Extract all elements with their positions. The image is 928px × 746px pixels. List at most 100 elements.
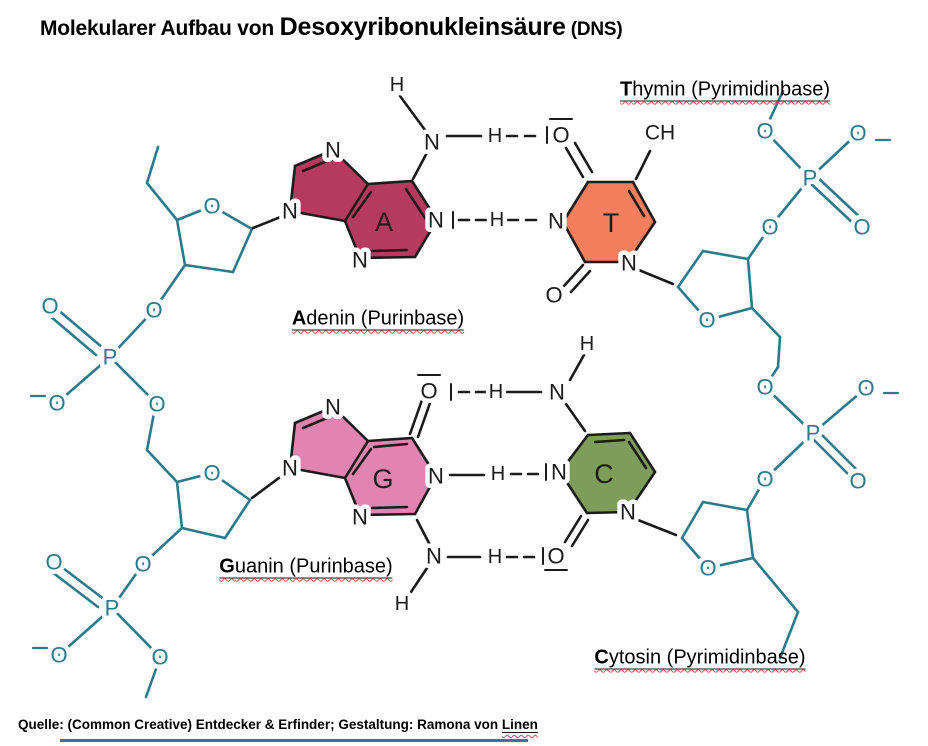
bond	[562, 263, 585, 288]
bond	[811, 386, 868, 435]
atom-label-N: N	[428, 464, 444, 489]
atom-label-H: H	[489, 381, 503, 403]
bond	[331, 148, 370, 186]
bond	[806, 179, 858, 228]
bond	[145, 181, 179, 222]
atom-label-H: H	[490, 209, 504, 231]
bond	[705, 306, 754, 322]
bond	[626, 470, 657, 514]
atom-label-N: N	[548, 209, 564, 234]
bond	[564, 402, 587, 433]
base-fill-guanine	[345, 438, 436, 515]
bond	[808, 131, 860, 180]
bond	[57, 563, 107, 602]
atom-label-O: O	[547, 544, 564, 569]
bond	[563, 514, 583, 544]
bond	[746, 257, 754, 310]
atom-label-N: N	[428, 208, 444, 233]
atom-label-O: O	[145, 298, 162, 323]
bond	[763, 431, 815, 481]
bond	[634, 149, 652, 181]
label-adenin-first: A	[291, 307, 307, 330]
bond	[558, 470, 589, 515]
source-text: Quelle: (Common Creative) Entdecker & Er…	[18, 717, 502, 732]
bond	[745, 508, 755, 560]
bond	[108, 308, 156, 359]
bond	[558, 433, 590, 474]
atom-label-N: N	[551, 460, 567, 485]
bond	[152, 263, 187, 312]
title-part-2: Desoxyribonukleinsäure	[279, 13, 566, 41]
title-part-1: Molekularer Aufbau von	[40, 17, 280, 40]
bond	[372, 442, 409, 449]
label-cytosin: Cytosin (Pyrimidinbase)	[594, 646, 806, 670]
bond	[301, 413, 336, 430]
atom-label-CH: CH	[645, 122, 675, 145]
atom-label-N: N	[549, 380, 565, 405]
atom-label-O: O	[853, 215, 870, 240]
atom-label-H: H	[580, 333, 594, 355]
bond	[370, 505, 409, 510]
bond	[145, 448, 179, 484]
source-line: Quelle: (Common Creative) Entdecker & Er…	[18, 717, 538, 733]
atom-label-N: N	[620, 500, 636, 525]
bond	[763, 365, 780, 389]
bond	[568, 353, 586, 382]
bond	[55, 307, 105, 350]
bond	[416, 401, 432, 439]
bond	[351, 447, 373, 476]
base-fill-thymine	[563, 182, 655, 262]
atom-label-N: N	[282, 199, 298, 224]
atom-label-O: O	[857, 376, 874, 401]
bond	[586, 431, 632, 437]
atom-label-N: N	[325, 138, 341, 163]
bond	[778, 610, 800, 660]
bond	[343, 476, 362, 517]
bond	[813, 173, 865, 222]
bond	[288, 421, 297, 470]
atom-label-C: C	[594, 459, 614, 489]
atom-label-O: O	[761, 215, 778, 240]
bond	[410, 179, 439, 222]
bond	[768, 176, 812, 229]
atom-label-H: H	[488, 546, 502, 568]
bond	[108, 355, 159, 406]
bond	[343, 219, 362, 260]
label-cytosin-first: C	[594, 646, 609, 669]
bond	[175, 480, 184, 530]
bond	[358, 255, 417, 260]
atom-label-O: O	[41, 294, 58, 319]
bond	[632, 266, 675, 286]
label-guanin: Guanin (Purinbase)	[219, 555, 393, 579]
atom-label-H: H	[395, 593, 409, 615]
bond	[57, 606, 114, 657]
bond	[763, 129, 812, 180]
bond	[293, 148, 335, 168]
atom-label-N: N	[352, 505, 368, 530]
bond	[815, 428, 864, 477]
bond	[331, 405, 370, 443]
bond	[706, 556, 755, 570]
bond	[55, 355, 112, 405]
bond	[631, 180, 657, 224]
bond	[628, 431, 657, 474]
bond	[141, 526, 184, 566]
bond	[701, 249, 750, 261]
bond	[680, 536, 710, 570]
bond	[680, 500, 705, 540]
atom-label-P: P	[103, 345, 118, 370]
bond	[404, 187, 427, 220]
label-cytosin-rest: ytosin (Pyrimidinbase)	[608, 646, 806, 669]
bond	[763, 385, 815, 435]
bottom-rule	[60, 739, 528, 742]
atom-label-O: O	[699, 556, 716, 581]
label-guanin-first: G	[219, 555, 235, 578]
bond	[351, 190, 373, 219]
bond	[288, 164, 297, 213]
atom-label-O: O	[545, 283, 562, 308]
atom-label-O: O	[203, 461, 220, 486]
atom-label-N: N	[352, 248, 368, 273]
atom-label-O: O	[849, 121, 866, 146]
atom-label-O: O	[151, 645, 168, 670]
